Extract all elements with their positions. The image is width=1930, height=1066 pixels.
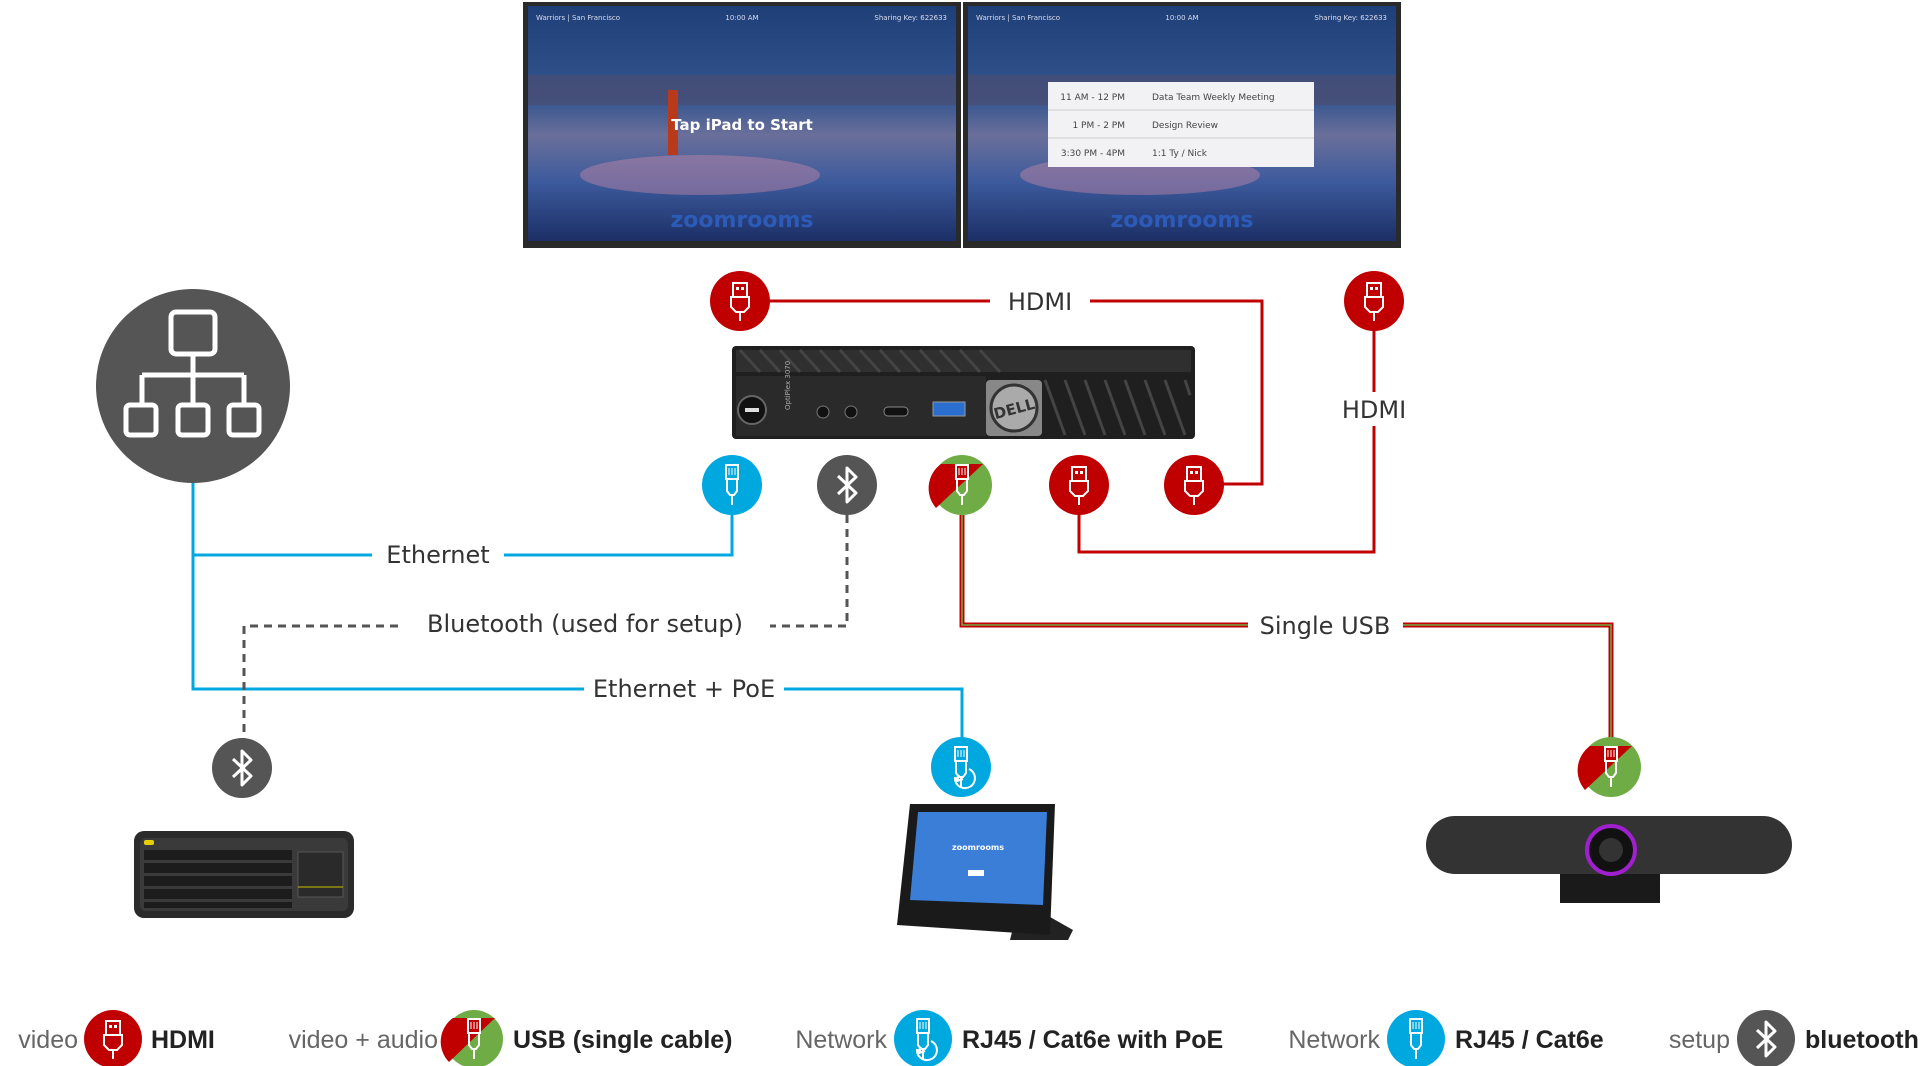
legend-label: HDMI: [151, 1026, 215, 1054]
usb-icon: [928, 455, 992, 515]
schedule-title: 1:1 Ty / Nick: [1152, 149, 1208, 159]
rj45-icon: [702, 455, 762, 515]
bluetooth-icon: [1737, 1010, 1795, 1066]
bluetooth-icon: [212, 738, 272, 798]
hdmi-icon: [1049, 455, 1109, 515]
display-time: 10:00 AM: [1165, 14, 1198, 22]
hdmi-line-right: [1077, 330, 1376, 554]
schedule-title: Design Review: [1152, 121, 1218, 131]
usb-icon: [440, 1010, 503, 1066]
rj45-poe-icon: [894, 1010, 952, 1066]
bluetooth-label: Bluetooth (used for setup): [427, 610, 743, 638]
legend-label: RJ45 / Cat6e: [1455, 1026, 1604, 1054]
ethernet-line: [191, 482, 964, 740]
hdmi-right-label: HDMI: [1342, 396, 1406, 424]
display-sharing-key: Sharing Key: 622633: [1314, 14, 1387, 22]
display-time: 10:00 AM: [725, 14, 758, 22]
logitech-keyboard: [134, 831, 354, 918]
video-bar-camera: [1426, 816, 1792, 903]
hdmi-icon: [1164, 455, 1224, 515]
legend-label: USB (single cable): [513, 1026, 733, 1054]
zoomrooms-logo: zoomrooms: [670, 208, 813, 233]
display-left: Warriors | San Francisco 10:00 AM Sharin…: [523, 2, 961, 248]
hdmi-icon: [84, 1010, 142, 1066]
schedule-time: 3:30 PM - 4PM: [1061, 149, 1125, 159]
legend-category: Network: [795, 1026, 887, 1054]
network-switch-icon: [96, 289, 290, 483]
zoom-rooms-controller-tablet: zoomrooms: [897, 804, 1073, 940]
ethernet-label: Ethernet: [386, 541, 489, 569]
schedule-title: Data Team Weekly Meeting: [1152, 93, 1275, 103]
bluetooth-icon: [817, 455, 877, 515]
tap-ipad-message: Tap iPad to Start: [671, 116, 813, 134]
ethernet-poe-label: Ethernet + PoE: [593, 675, 775, 703]
hdmi-icon: [710, 271, 770, 331]
usb-icon: [1577, 737, 1641, 797]
legend-category: setup: [1669, 1026, 1730, 1054]
dell-optiplex-pc: OptiPlex 3070 DELL: [732, 346, 1195, 439]
tablet-zoomrooms-logo: zoomrooms: [952, 843, 1004, 852]
legend-category: video + audio: [289, 1026, 438, 1054]
legend-label: RJ45 / Cat6e with PoE: [962, 1026, 1223, 1054]
legend-category: video: [18, 1026, 78, 1054]
hdmi-icon: [1344, 271, 1404, 331]
display-sharing-key: Sharing Key: 622633: [874, 14, 947, 22]
rj45-poe-icon: [931, 737, 991, 797]
hdmi-top-label: HDMI: [1008, 288, 1072, 316]
legend-category: Network: [1288, 1026, 1380, 1054]
display-location: Warriors | San Francisco: [976, 14, 1060, 22]
schedule-time: 11 AM - 12 PM: [1060, 93, 1125, 103]
zoomrooms-logo: zoomrooms: [1110, 208, 1253, 233]
legend: video HDMI video + audio USB (single cab…: [18, 1010, 1919, 1066]
pc-model: OptiPlex 3070: [784, 361, 792, 410]
legend-label: bluetooth: [1805, 1026, 1919, 1054]
display-location: Warriors | San Francisco: [536, 14, 620, 22]
display-right: Warriors | San Francisco 10:00 AM Sharin…: [963, 2, 1401, 248]
schedule-panel: 11 AM - 12 PM Data Team Weekly Meeting 1…: [1048, 82, 1314, 167]
rj45-icon: [1387, 1010, 1445, 1066]
single-usb-label: Single USB: [1260, 612, 1391, 640]
bridge-tower: [668, 90, 678, 155]
schedule-time: 1 PM - 2 PM: [1072, 121, 1125, 131]
